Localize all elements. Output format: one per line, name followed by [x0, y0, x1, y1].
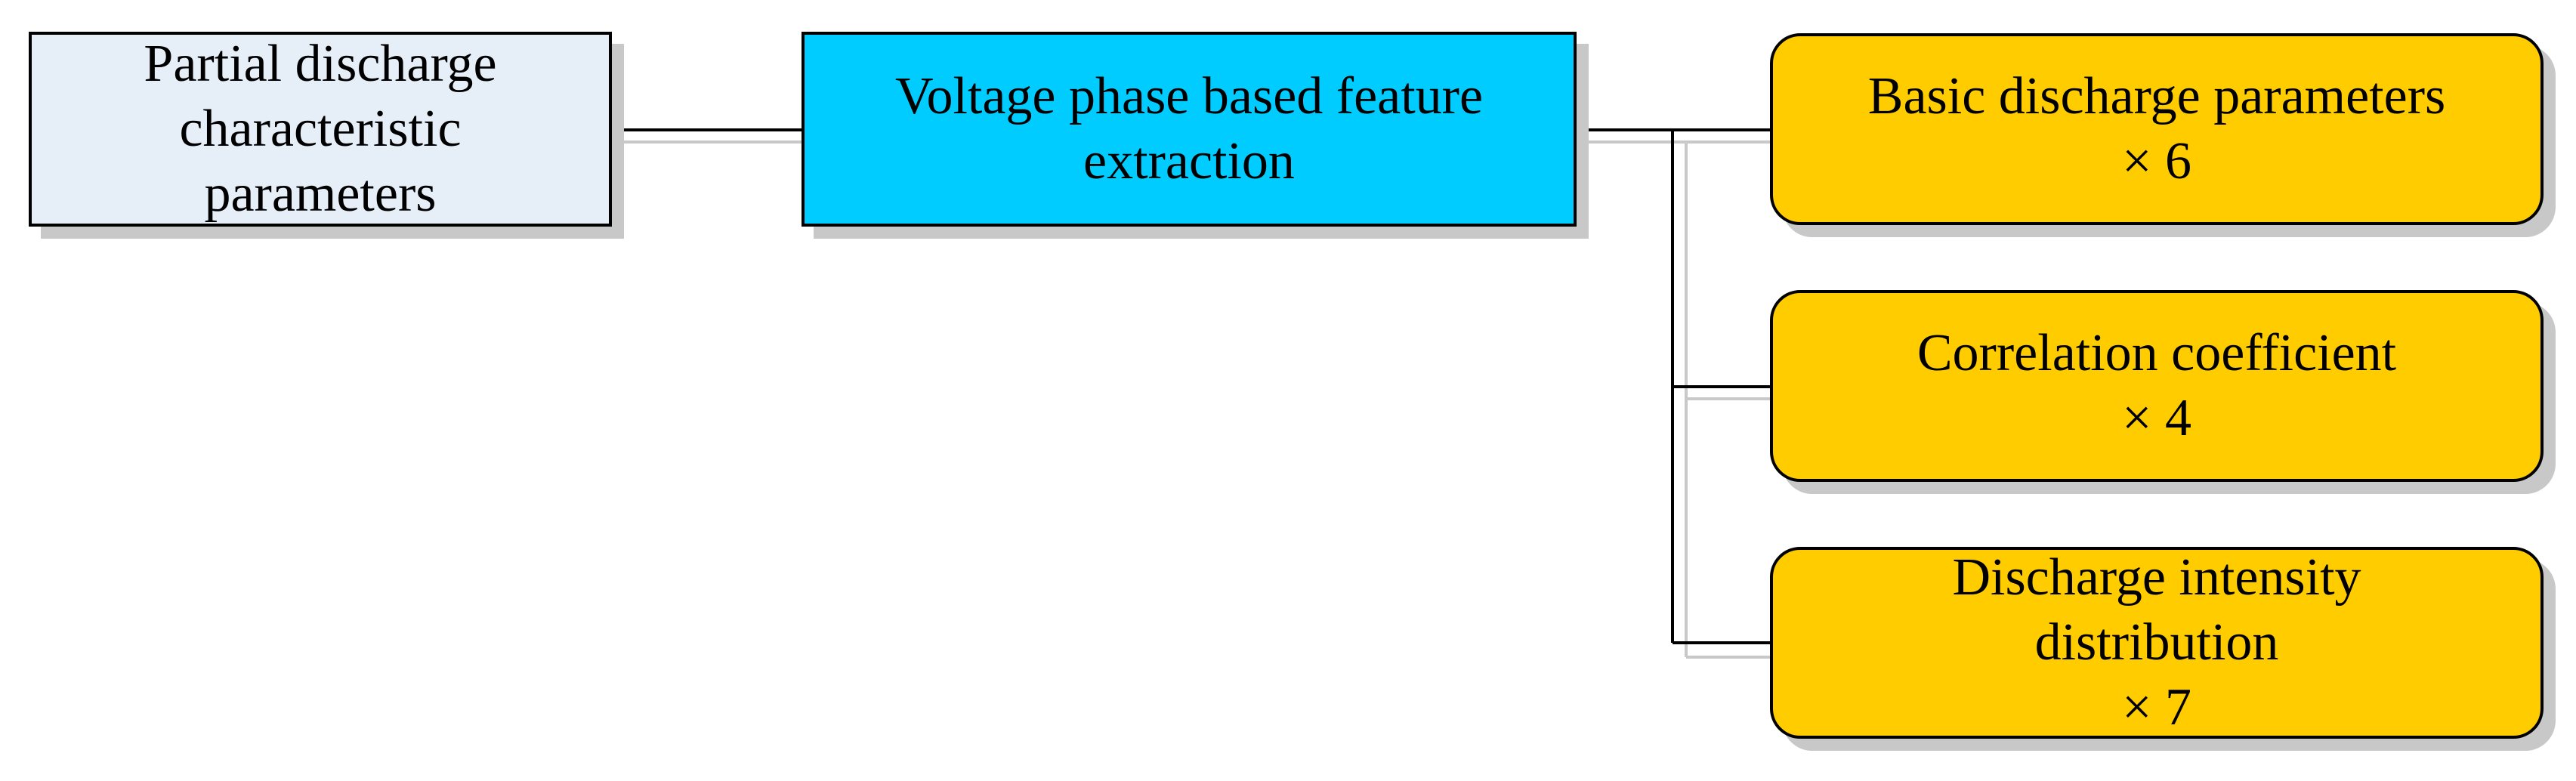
node-label: Voltage phase based feature extraction [894, 67, 1484, 190]
node-label: Correlation coefficient × 4 [1917, 324, 2397, 447]
connector-main [612, 128, 1770, 644]
node-partial-discharge-parameters: Partial discharge characteristic paramet… [29, 32, 612, 227]
node-voltage-phase-feature-extraction: Voltage phase based feature extraction [802, 32, 1577, 227]
node-label: Discharge intensity distribution × 7 [1952, 548, 2361, 736]
connector-shadows [612, 140, 1783, 659]
node-discharge-intensity-distribution: Discharge intensity distribution × 7 [1770, 547, 2544, 739]
node-label: Partial discharge characteristic paramet… [144, 35, 497, 223]
node-basic-discharge-parameters: Basic discharge parameters × 6 [1770, 33, 2544, 225]
node-label: Basic discharge parameters × 6 [1867, 67, 2446, 190]
node-correlation-coefficient: Correlation coefficient × 4 [1770, 290, 2544, 482]
